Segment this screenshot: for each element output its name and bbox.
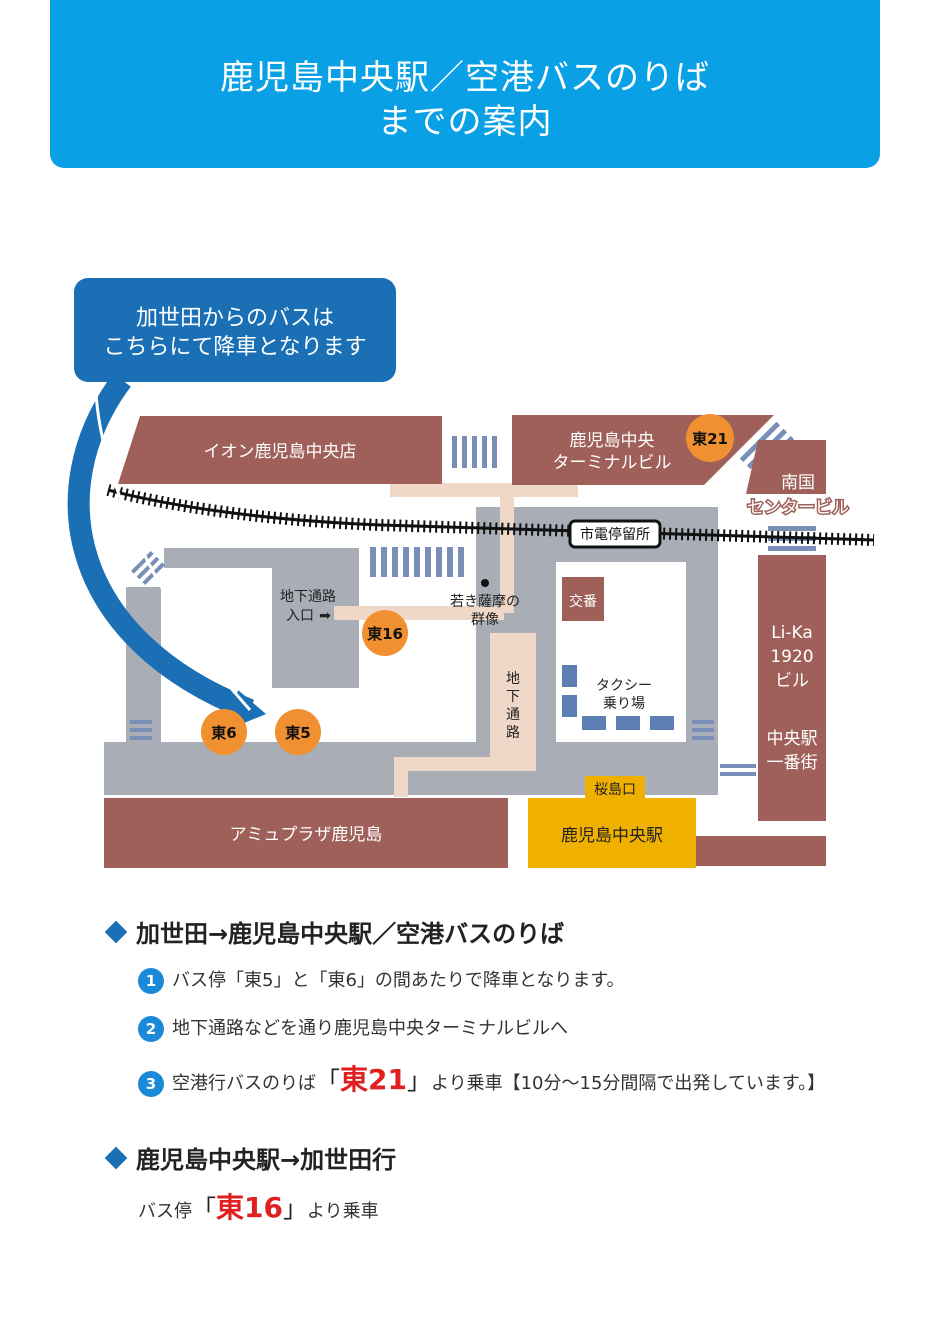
- koban-label: 交番: [569, 593, 597, 610]
- statue-marker: [481, 579, 489, 587]
- underpass-vertical-4: 路: [506, 725, 520, 741]
- section2-open-bracket: 「: [192, 1195, 216, 1223]
- step-2-text: 地下通路などを通り鹿児島中央ターミナルビルへ: [172, 1018, 568, 1039]
- bus-stop-e21-label: 東21: [692, 430, 728, 448]
- nangoku-label-line1: 南国: [781, 473, 815, 493]
- lika-label-line2: 1920: [770, 647, 813, 667]
- step-1-text: バス停「東5」と「東6」の間あたりで降車となります。: [172, 970, 625, 991]
- lika-label-line3: ビル: [775, 671, 809, 691]
- bus-stop-e16: 東16: [362, 610, 408, 656]
- step-3-number: 3: [138, 1071, 164, 1097]
- bus-stop-e16-label: 東16: [367, 625, 403, 643]
- page-header: 鹿児島中央駅／空港バスのりば までの案内: [50, 0, 880, 168]
- roads: [104, 507, 718, 795]
- tram-stop-box: [568, 519, 662, 549]
- sakurajima-exit-label: 桜島口: [594, 782, 636, 798]
- ichibangai-label-line1: 中央駅: [767, 729, 818, 749]
- section2-close-bracket: 」: [282, 1195, 307, 1223]
- bus-stop-e5: 東5: [275, 709, 321, 755]
- step-3-open-bracket: 「: [316, 1067, 340, 1095]
- underpass-vertical-1: 地: [506, 671, 520, 687]
- page-title-line1: 鹿児島中央駅／空港バスのりば: [220, 58, 710, 98]
- kagoshima-chuo-station-building: [528, 798, 696, 868]
- ichibangai-label-line2: 一番街: [767, 753, 818, 773]
- amu-plaza-label: アミュプラザ鹿児島: [230, 825, 383, 845]
- step-2: 2 地下通路などを通り鹿児島中央ターミナルビルへ: [138, 1014, 568, 1042]
- step-1: 1 バス停「東5」と「東6」の間あたりで降車となります。: [138, 966, 625, 994]
- section2-instruction: バス停「東16」より乗車: [138, 1186, 379, 1226]
- step-1-number: 1: [138, 968, 164, 994]
- railway: [106, 484, 875, 546]
- page-title-line2: までの案内: [377, 102, 553, 142]
- step-3-close-bracket: 」: [406, 1067, 431, 1095]
- section1-heading: 加世田→鹿児島中央駅／空港バスのりば: [104, 914, 565, 949]
- bus-stop-e5-label: 東5: [285, 724, 310, 742]
- taxi-label-line1: タクシー: [596, 678, 652, 694]
- section1-heading-text: 加世田→鹿児島中央駅／空港バスのりば: [136, 920, 565, 948]
- dropoff-callout: [67, 278, 396, 728]
- buildings: [104, 415, 826, 868]
- diamond-bullet-icon: [104, 1146, 128, 1170]
- section2-heading-text: 鹿児島中央駅→加世田行: [136, 1146, 397, 1174]
- sakurajima-exit-box: [585, 776, 645, 800]
- section2-post: より乗車: [306, 1201, 379, 1222]
- section2-pre: バス停: [138, 1201, 192, 1222]
- taxi-label-line2: 乗り場: [603, 696, 645, 712]
- nangoku-label-line2: センタービル: [747, 498, 849, 518]
- step-3-post: より乗車【10分～15分間隔で出発しています。】: [430, 1073, 826, 1094]
- tram-stop-label: 市電停留所: [580, 526, 650, 543]
- statue-label-line2: 群像: [471, 612, 499, 628]
- step-2-number: 2: [138, 1016, 164, 1042]
- diamond-bullet-icon: [104, 920, 128, 944]
- pedestrian-paths: [334, 483, 578, 797]
- underpass-entrance-label-line2: 入口: [286, 608, 314, 624]
- step-3-stop: 東21: [340, 1063, 407, 1096]
- bus-stop-e6: 東6: [201, 709, 247, 755]
- bus-stop-e21: 東21: [686, 414, 734, 462]
- step-3-pre: 空港行バスのりば: [172, 1073, 316, 1094]
- underpass-vertical-3: 通: [506, 707, 520, 723]
- terminal-label-line1: 鹿児島中央: [570, 431, 655, 451]
- section2-heading: 鹿児島中央駅→加世田行: [104, 1140, 397, 1175]
- section2-stop: 東16: [216, 1191, 283, 1224]
- underpass-entrance-label-line1: 地下通路: [280, 589, 336, 605]
- right-arrow-icon: ➡: [319, 608, 331, 624]
- aeon-label: イオン鹿児島中央店: [204, 442, 357, 462]
- underpass-vertical-2: 下: [506, 689, 520, 705]
- taxi-pool: [562, 665, 674, 730]
- station-map: 加世田からのバスは こちらにて降車となります イオン鹿児島中央店 鹿児島中央 タ…: [67, 278, 875, 868]
- step-3: 3 空港行バスのりば「東21」より乗車【10分～15分間隔で出発しています。】: [138, 1058, 825, 1098]
- terminal-label-line2: ターミナルビル: [553, 453, 672, 473]
- statue-label-line1: 若き薩摩の: [450, 593, 520, 610]
- lika-label-line1: Li-Ka: [771, 623, 813, 643]
- callout-text-line2: こちらにて降車となります: [103, 335, 366, 360]
- bus-stop-e6-label: 東6: [211, 724, 236, 742]
- callout-text-line1: 加世田からのバスは: [136, 306, 334, 331]
- station-label: 鹿児島中央駅: [561, 826, 663, 846]
